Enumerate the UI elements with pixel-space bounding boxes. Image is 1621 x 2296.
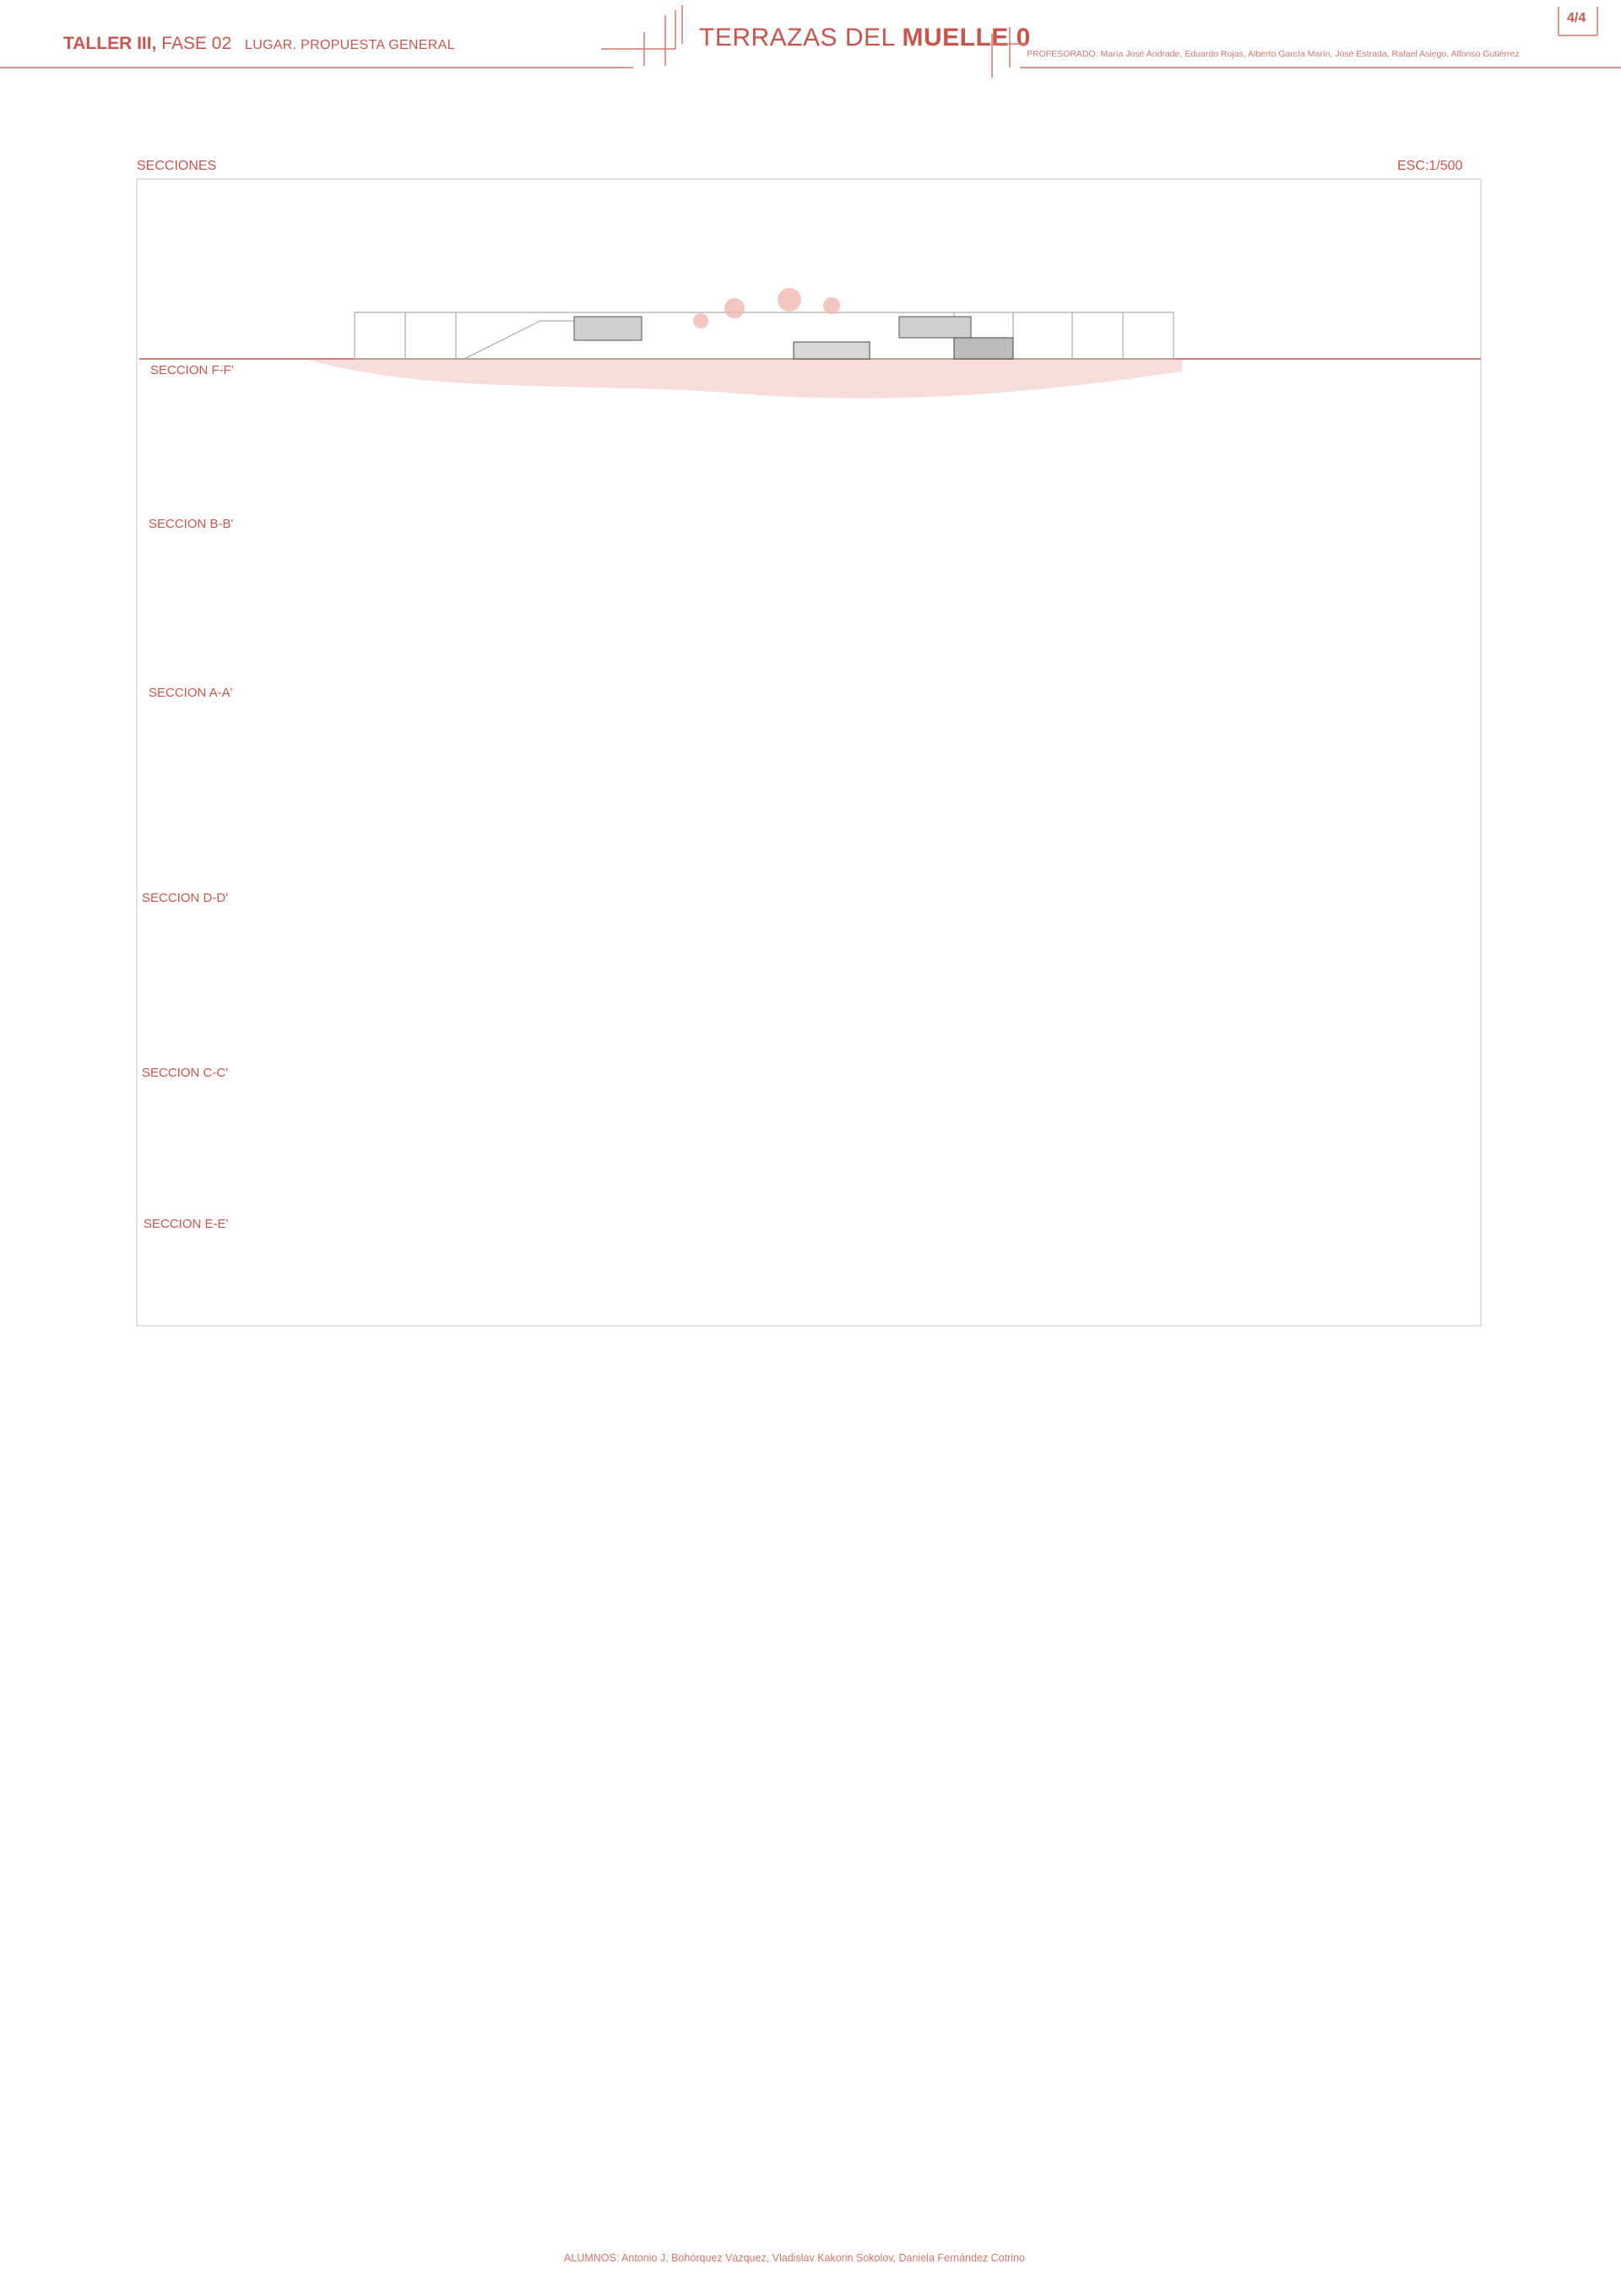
title-main: TERRAZAS DEL <box>699 24 895 52</box>
section-label-c: SECCION C-C' <box>142 1066 229 1080</box>
course-name: TALLER III, <box>63 34 157 53</box>
phase-label: FASE 02 <box>161 34 232 53</box>
sections-title: SECCIONES <box>137 159 217 173</box>
title-bold: MUELLE 0 <box>902 24 1031 52</box>
project-title: TERRAZAS DEL MUELLE 0 <box>699 24 1031 52</box>
page-number: 4/4 <box>1567 11 1586 25</box>
header-frame-lines <box>0 5 1621 78</box>
section-label-a: SECCION A-A' <box>149 686 233 700</box>
section-f-drawing <box>139 288 1481 399</box>
subtitle: LUGAR. PROPUESTA GENERAL <box>245 38 455 52</box>
section-label-f: SECCION F-F' <box>150 363 234 377</box>
section-label-e: SECCION E-E' <box>144 1217 229 1231</box>
scale-label: ESC:1/500 <box>1397 159 1463 173</box>
faculty-list: PROFESORADO: María José Andrade, Eduardo… <box>1027 49 1520 59</box>
section-label-d: SECCION D-D' <box>142 891 229 905</box>
students-credits: ALUMNOS: Antonio J. Bohórquez Vázquez, V… <box>564 2252 1025 2264</box>
sections-frame <box>136 178 1482 1327</box>
course-header: TALLER III, FASE 02 LUGAR. PROPUESTA GEN… <box>63 34 455 54</box>
section-label-b: SECCION B-B' <box>149 517 234 531</box>
